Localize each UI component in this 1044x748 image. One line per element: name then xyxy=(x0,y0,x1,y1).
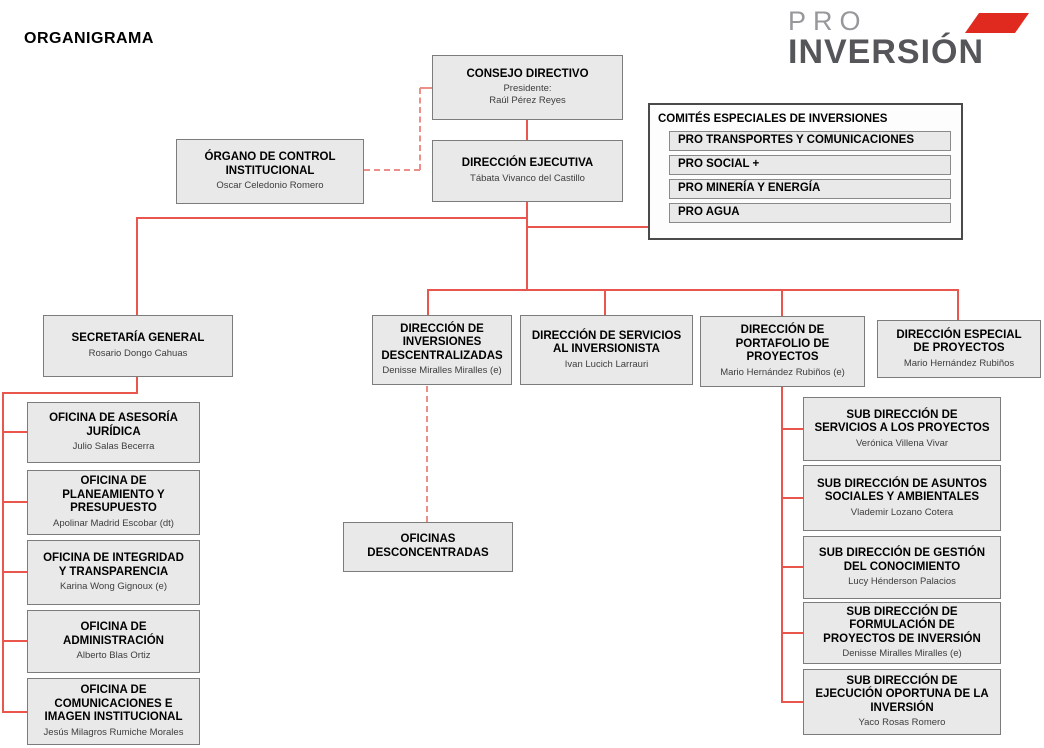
connector-consejo-ejecutiva xyxy=(526,120,528,141)
org-node-oficina-administracion: OFICINA DE ADMINISTRACIÓN Alberto Blas O… xyxy=(27,610,200,673)
connector-stub-sd-formulacion xyxy=(781,632,803,634)
org-node-direccion-inversiones-descentralizadas: DIRECCIÓN DE INVERSIONES DESCENTRALIZADA… xyxy=(372,315,512,385)
connector-especial-drop xyxy=(957,289,959,321)
org-node-organo-control: ÓRGANO DE CONTROL INSTITUCIONAL Oscar Ce… xyxy=(176,139,364,204)
node-person: Apolinar Madrid Escobar (dt) xyxy=(53,517,174,529)
connector-stub-sd-gestion xyxy=(781,566,803,568)
connector-stub-planeamiento xyxy=(2,501,28,503)
connector-servicios-drop xyxy=(604,289,606,316)
node-person: Julio Salas Becerra xyxy=(72,441,155,453)
comite-item-mineria: PRO MINERÍA Y ENERGÍA xyxy=(669,179,951,199)
connector-organo-dashed-h xyxy=(364,169,420,171)
node-title: DIRECCIÓN EJECUTIVA xyxy=(461,157,594,170)
node-title: SUB DIRECCIÓN DE FORMULACIÓN DE PROYECTO… xyxy=(823,605,981,645)
node-person: Denisse Miralles Miralles (e) xyxy=(842,648,962,660)
node-title: DIRECCIÓN DE SERVICIOS AL INVERSIONISTA xyxy=(531,329,682,356)
node-person: Ivan Lucich Larrauri xyxy=(564,358,649,370)
org-node-oficina-asesoria-juridica: OFICINA DE ASESORÍA JURÍDICA Julio Salas… xyxy=(27,402,200,463)
proinversion-logo: PRO INVERSIÓN xyxy=(788,8,1042,71)
connector-consejo-stub xyxy=(420,87,432,89)
node-title: SUB DIRECCIÓN DE SERVICIOS A LOS PROYECT… xyxy=(814,408,990,435)
node-title: OFICINA DE INTEGRIDAD Y TRANSPARENCIA xyxy=(43,552,184,578)
node-title: SECRETARÍA GENERAL xyxy=(71,332,205,345)
node-person: Presidente: Raúl Pérez Reyes xyxy=(489,83,566,107)
connector-secretaria-elbow-v xyxy=(136,377,138,394)
node-title: SUB DIRECCIÓN DE ASUNTOS SOCIALES Y AMBI… xyxy=(817,477,987,504)
org-node-oficina-planeamiento: OFICINA DE PLANEAMIENTO Y PRESUPUESTO Ap… xyxy=(27,470,200,535)
connector-stub-comunicaciones xyxy=(2,711,28,713)
org-node-subdireccion-ejecucion-oportuna: SUB DIRECCIÓN DE EJECUCIÓN OPORTUNA DE L… xyxy=(803,669,1001,735)
node-person: Lucy Hénderson Palacios xyxy=(848,576,956,588)
org-node-oficinas-desconcentradas: OFICINAS DESCONCENTRADAS xyxy=(343,522,513,572)
connector-comites-branch xyxy=(526,226,649,228)
node-title: DIRECCIÓN DE INVERSIONES DESCENTRALIZADA… xyxy=(381,322,503,362)
connector-right-rail xyxy=(781,387,783,703)
comites-title: COMITÉS ESPECIALES DE INVERSIONES xyxy=(658,113,888,125)
node-title: DIRECCIÓN ESPECIAL DE PROYECTOS xyxy=(896,328,1022,355)
node-person: Oscar Celedonio Romero xyxy=(216,180,324,192)
org-node-oficina-integridad: OFICINA DE INTEGRIDAD Y TRANSPARENCIA Ka… xyxy=(27,540,200,605)
connector-left-branch xyxy=(136,217,528,219)
org-node-subdireccion-formulacion: SUB DIRECCIÓN DE FORMULACIÓN DE PROYECTO… xyxy=(803,602,1001,664)
org-node-consejo-directivo: CONSEJO DIRECTIVO Presidente: Raúl Pérez… xyxy=(432,55,623,120)
org-node-subdireccion-asuntos-sociales: SUB DIRECCIÓN DE ASUNTOS SOCIALES Y AMBI… xyxy=(803,465,1001,531)
connector-secretaria-elbow-h xyxy=(2,392,138,394)
node-title: OFICINAS DESCONCENTRADAS xyxy=(367,533,489,559)
node-title: OFICINA DE ADMINISTRACIÓN xyxy=(63,621,164,647)
node-title: ÓRGANO DE CONTROL INSTITUCIONAL xyxy=(204,151,336,177)
node-person: Mario Hernández Rubiños xyxy=(903,357,1015,369)
node-title: OFICINA DE ASESORÍA JURÍDICA xyxy=(49,412,178,438)
node-person: Tábata Vivanco del Castillo xyxy=(470,172,585,184)
connector-organo-dashed-v xyxy=(419,88,421,170)
node-person: Yaco Rosas Romero xyxy=(858,717,946,729)
node-person: Verónica Villena Vivar xyxy=(855,437,949,449)
logo-text-pro: PRO xyxy=(788,6,868,36)
comites-panel: COMITÉS ESPECIALES DE INVERSIONES PRO TR… xyxy=(648,103,963,240)
connector-inversiones-drop xyxy=(427,289,429,316)
connector-stub-integridad xyxy=(2,571,28,573)
node-title: CONSEJO DIRECTIVO xyxy=(466,67,589,80)
node-title: OFICINA DE COMUNICACIONES E IMAGEN INSTI… xyxy=(44,684,183,724)
node-person: Jesús Milagros Rumiche Morales xyxy=(43,726,184,738)
comite-item-transportes: PRO TRANSPORTES Y COMUNICACIONES xyxy=(669,131,951,151)
connector-ejecutiva-down xyxy=(526,201,528,291)
logo-text-inversion: INVERSIÓN xyxy=(788,33,985,71)
node-person: Karina Wong Gignoux (e) xyxy=(59,581,168,593)
connector-stub-administracion xyxy=(2,640,28,642)
connector-stub-asesoria xyxy=(2,431,28,433)
org-node-direccion-portafolio: DIRECCIÓN DE PORTAFOLIO DE PROYECTOS Mar… xyxy=(700,316,865,387)
connector-left-rail xyxy=(2,392,4,713)
node-title: DIRECCIÓN DE PORTAFOLIO DE PROYECTOS xyxy=(735,324,830,364)
connector-portafolio-drop xyxy=(781,289,783,317)
node-person: Mario Hernández Rubiños (e) xyxy=(720,366,845,378)
org-node-direccion-especial: DIRECCIÓN ESPECIAL DE PROYECTOS Mario He… xyxy=(877,320,1041,378)
logo-top-row: PRO xyxy=(788,8,1042,35)
org-node-subdireccion-gestion-conocimiento: SUB DIRECCIÓN DE GESTIÓN DEL CONOCIMIENT… xyxy=(803,536,1001,599)
connector-main-horizontal xyxy=(427,289,959,291)
node-title: OFICINA DE PLANEAMIENTO Y PRESUPUESTO xyxy=(62,475,165,515)
connector-stub-sd-servicios xyxy=(781,428,803,430)
node-person: Denisse Miralles Miralles (e) xyxy=(382,365,502,377)
logo-red-slash-icon xyxy=(964,12,1030,33)
org-node-secretaria-general: SECRETARÍA GENERAL Rosario Dongo Cahuas xyxy=(43,315,233,377)
connector-secretaria-drop xyxy=(136,217,138,316)
connector-stub-sd-asuntos xyxy=(781,497,803,499)
node-title: SUB DIRECCIÓN DE EJECUCIÓN OPORTUNA DE L… xyxy=(815,674,989,714)
connector-oficinas-dashed-v xyxy=(426,386,428,522)
node-person: Vlademir Lozano Cotera xyxy=(850,506,954,518)
comite-item-agua: PRO AGUA xyxy=(669,203,951,223)
org-node-direccion-servicios-inversionista: DIRECCIÓN DE SERVICIOS AL INVERSIONISTA … xyxy=(520,315,693,385)
org-node-direccion-ejecutiva: DIRECCIÓN EJECUTIVA Tábata Vivanco del C… xyxy=(432,140,623,202)
org-node-subdireccion-servicios-proyectos: SUB DIRECCIÓN DE SERVICIOS A LOS PROYECT… xyxy=(803,397,1001,461)
org-node-oficina-comunicaciones: OFICINA DE COMUNICACIONES E IMAGEN INSTI… xyxy=(27,678,200,745)
page-title: ORGANIGRAMA xyxy=(24,30,154,47)
node-person: Alberto Blas Ortiz xyxy=(76,650,151,662)
connector-stub-sd-ejecucion xyxy=(781,701,803,703)
node-title: SUB DIRECCIÓN DE GESTIÓN DEL CONOCIMIENT… xyxy=(818,547,986,573)
node-person: Rosario Dongo Cahuas xyxy=(88,347,188,359)
comite-item-social: PRO SOCIAL + xyxy=(669,155,951,175)
